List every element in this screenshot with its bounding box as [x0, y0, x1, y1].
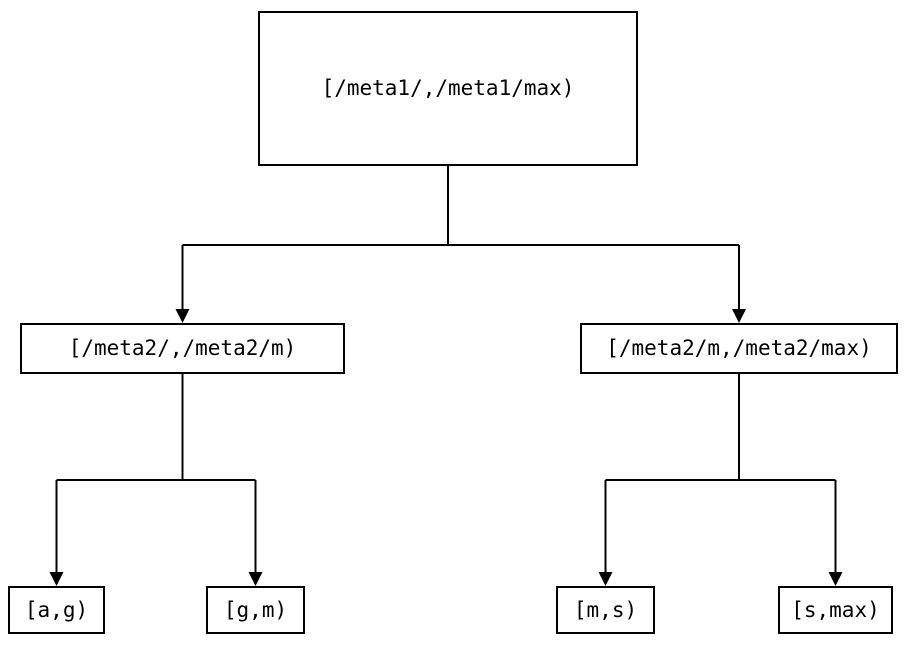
arrowhead-mid-right: [732, 309, 746, 323]
arrowhead-mid-left: [175, 309, 190, 323]
arrowhead-leaf-ag: [49, 572, 64, 586]
tree-node-root[interactable]: [/meta1/,/meta1/max): [258, 11, 638, 166]
node-label: [m,s): [573, 597, 638, 622]
node-label: [/meta2/,/meta2/m): [68, 336, 297, 360]
tree-node-leaf-gm[interactable]: [g,m): [206, 586, 305, 634]
arrowhead-leaf-gm: [248, 572, 263, 586]
tree-node-leaf-smax[interactable]: [s,max): [778, 586, 893, 634]
arrowhead-leaf-ms: [598, 572, 613, 586]
arrowhead-leaf-smax: [828, 572, 843, 586]
tree-node-mid-right[interactable]: [/meta2/m,/meta2/max): [580, 323, 898, 374]
node-label: [s,max): [791, 597, 880, 622]
tree-node-leaf-ms[interactable]: [m,s): [556, 586, 655, 634]
tree-node-mid-left[interactable]: [/meta2/,/meta2/m): [20, 323, 345, 374]
node-label: [a,g): [24, 597, 89, 622]
tree-node-leaf-ag[interactable]: [a,g): [8, 586, 105, 634]
node-label: [/meta2/m,/meta2/max): [606, 336, 872, 360]
node-label: [/meta1/,/meta1/max): [321, 76, 575, 100]
node-label: [g,m): [223, 597, 288, 622]
